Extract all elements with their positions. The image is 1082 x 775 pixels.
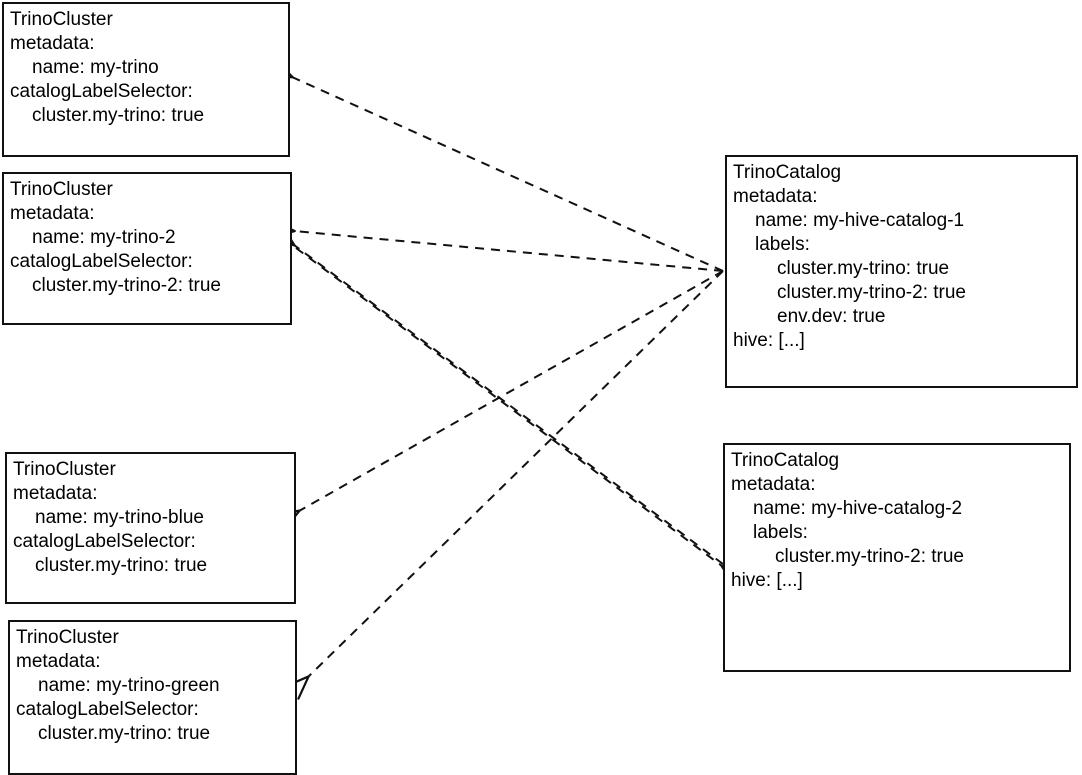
- node-field-line: cluster.my-trino-2: true: [32, 275, 221, 296]
- node-field-line: name: my-hive-catalog-2: [753, 498, 963, 519]
- node-kind-label: TrinoCluster: [13, 459, 116, 480]
- edge-my-trino-2-to-catalog2: [295, 247, 746, 588]
- node-cluster-my-trino-blue[interactable]: TrinoCluster metadata: name: my-trino-blue…: [5, 452, 296, 604]
- node-field-line: metadata:: [733, 186, 818, 207]
- node-field-line: cluster.my-trino: true: [35, 555, 208, 576]
- node-field-line: metadata:: [731, 474, 816, 495]
- node-kind-label: TrinoCluster: [10, 179, 113, 200]
- node-field-line: cluster.my-trino-2: true: [775, 546, 964, 567]
- node-field-line: metadata:: [10, 203, 95, 224]
- edge-catalog1-to-my-trino: [267, 58, 724, 272]
- node-field-line: catalogLabelSelector:: [10, 81, 193, 102]
- node-kind-label: TrinoCluster: [16, 627, 119, 648]
- edge-catalog1-to-my-trino-blue: [274, 270, 724, 531]
- node-cluster-my-trino-2[interactable]: TrinoCluster metadata: name: my-trino-2 cat…: [2, 172, 292, 325]
- node-field-line: name: my-trino-green: [38, 675, 220, 696]
- node-field-line: name: my-hive-catalog-1: [755, 210, 965, 231]
- node-field-line: metadata:: [13, 483, 98, 504]
- node-field-line: hive: [...]: [731, 570, 803, 591]
- edge-catalog2-to-my-trino-2: [269, 223, 724, 565]
- node-field-line: metadata:: [10, 33, 95, 54]
- node-cluster-my-trino-green[interactable]: TrinoCluster metadata: name: my-trino-gree…: [8, 620, 297, 775]
- node-field-line: hive: [...]: [733, 330, 805, 351]
- node-field-line: name: my-trino-2: [32, 227, 176, 248]
- node-field-line: metadata:: [16, 651, 101, 672]
- node-field-line: catalogLabelSelector:: [10, 251, 193, 272]
- edge-catalog1-to-my-trino-2: [270, 219, 724, 272]
- node-field-line: name: my-trino-blue: [35, 507, 204, 528]
- edge-group: [267, 58, 746, 700]
- node-field-line: catalogLabelSelector:: [13, 531, 196, 552]
- node-catalog-my-hive-catalog-1[interactable]: TrinoCatalog metadata: name: my-hive-catal…: [725, 155, 1078, 388]
- node-field-line: labels:: [755, 234, 810, 255]
- node-field-line: cluster.my-trino: true: [32, 105, 205, 126]
- node-kind-label: TrinoCluster: [10, 9, 113, 30]
- node-field-line: labels:: [753, 522, 808, 543]
- edge-catalog1-to-my-trino-green: [285, 270, 724, 700]
- node-field-line: cluster.my-trino-2: true: [777, 282, 966, 303]
- node-field-line: env.dev: true: [777, 306, 886, 327]
- node-field-line: name: my-trino: [32, 57, 159, 78]
- node-catalog-my-hive-catalog-2[interactable]: TrinoCatalog metadata: name: my-hive-catal…: [723, 443, 1071, 672]
- node-field-line: cluster.my-trino: true: [38, 723, 211, 744]
- node-kind-label: TrinoCatalog: [731, 450, 840, 471]
- node-cluster-my-trino[interactable]: TrinoCluster metadata: name: my-trino catal…: [2, 2, 290, 157]
- node-field-line: cluster.my-trino: true: [777, 258, 950, 279]
- node-field-line: catalogLabelSelector:: [16, 699, 199, 720]
- node-kind-label: TrinoCatalog: [733, 162, 842, 183]
